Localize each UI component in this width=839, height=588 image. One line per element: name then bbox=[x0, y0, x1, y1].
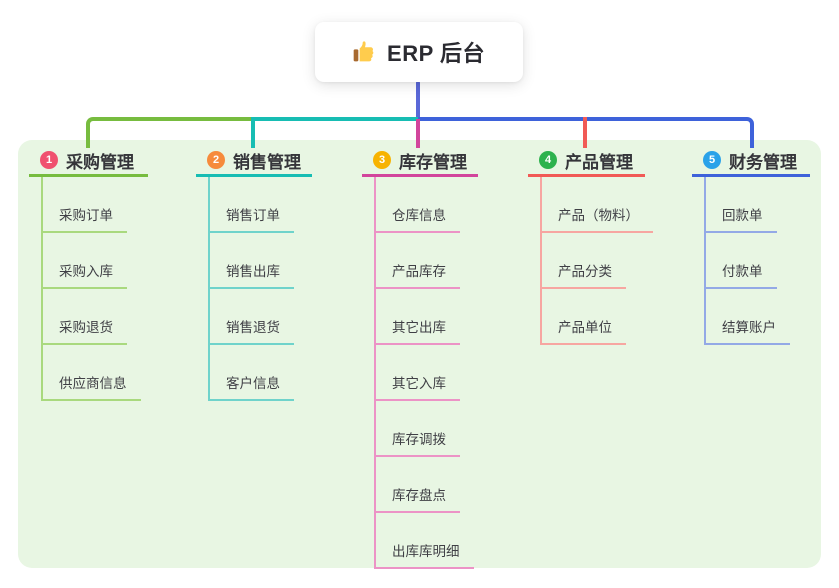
node-settlement-account[interactable]: 结算账户 bbox=[706, 289, 790, 345]
branch-label: 财务管理 bbox=[729, 152, 797, 172]
node-warehouse-info[interactable]: 仓库信息 bbox=[376, 177, 460, 233]
node-stock-transfer[interactable]: 库存调拨 bbox=[376, 401, 460, 457]
connector-branch-3-drop bbox=[416, 119, 420, 148]
branch-sales-management: 2 销售管理 销售订单 销售出库 销售退货 客户信息 bbox=[196, 146, 312, 401]
node-product-category[interactable]: 产品分类 bbox=[542, 233, 626, 289]
connector-branch-4-drop bbox=[583, 117, 587, 148]
branch-children: 采购订单 采购入库 采购退货 供应商信息 bbox=[41, 177, 148, 401]
badge-1: 1 bbox=[40, 151, 58, 169]
connector-branch-2-drop bbox=[251, 117, 255, 148]
branch-label: 库存管理 bbox=[399, 152, 467, 172]
branch-finance-management: 5 财务管理 回款单 付款单 结算账户 bbox=[692, 146, 810, 345]
node-product-stock[interactable]: 产品库存 bbox=[376, 233, 460, 289]
node-sales-order[interactable]: 销售订单 bbox=[210, 177, 294, 233]
branch-title-product[interactable]: 4 产品管理 bbox=[528, 146, 645, 177]
connector-branch-2-horizontal bbox=[251, 117, 418, 121]
node-other-outbound[interactable]: 其它出库 bbox=[376, 289, 460, 345]
badge-2: 2 bbox=[207, 151, 225, 169]
root-node-erp-backend[interactable]: ERP 后台 bbox=[315, 22, 523, 82]
branch-children: 销售订单 销售出库 销售退货 客户信息 bbox=[208, 177, 312, 401]
branch-title-sales[interactable]: 2 销售管理 bbox=[196, 146, 312, 177]
badge-5: 5 bbox=[703, 151, 721, 169]
branch-label: 销售管理 bbox=[233, 152, 301, 172]
node-stock-taking[interactable]: 库存盘点 bbox=[376, 457, 460, 513]
node-purchase-order[interactable]: 采购订单 bbox=[43, 177, 127, 233]
node-outbound-detail[interactable]: 出库库明细 bbox=[376, 513, 474, 569]
branch-title-finance[interactable]: 5 财务管理 bbox=[692, 146, 810, 177]
branch-children: 回款单 付款单 结算账户 bbox=[704, 177, 810, 345]
branch-label: 采购管理 bbox=[66, 152, 134, 172]
node-purchase-return[interactable]: 采购退货 bbox=[43, 289, 127, 345]
node-product-material[interactable]: 产品（物料） bbox=[542, 177, 653, 233]
branch-children: 产品（物料） 产品分类 产品单位 bbox=[540, 177, 653, 345]
branch-label: 产品管理 bbox=[565, 152, 633, 172]
node-sales-return[interactable]: 销售退货 bbox=[210, 289, 294, 345]
thumbs-up-icon bbox=[353, 41, 374, 62]
node-supplier-info[interactable]: 供应商信息 bbox=[43, 345, 141, 401]
branch-purchase-management: 1 采购管理 采购订单 采购入库 采购退货 供应商信息 bbox=[29, 146, 148, 401]
badge-4: 4 bbox=[539, 151, 557, 169]
connector-root-stem bbox=[416, 81, 420, 119]
connector-branch-1 bbox=[86, 117, 255, 148]
node-product-unit[interactable]: 产品单位 bbox=[542, 289, 626, 345]
branch-product-management: 4 产品管理 产品（物料） 产品分类 产品单位 bbox=[528, 146, 653, 345]
node-receipt-order[interactable]: 回款单 bbox=[706, 177, 777, 233]
root-title: ERP 后台 bbox=[387, 41, 485, 66]
badge-3: 3 bbox=[373, 151, 391, 169]
branch-inventory-management: 3 库存管理 仓库信息 产品库存 其它出库 其它入库 库存调拨 库存盘点 出库库… bbox=[362, 146, 478, 569]
branch-children: 仓库信息 产品库存 其它出库 其它入库 库存调拨 库存盘点 出库库明细 bbox=[374, 177, 478, 569]
node-payment-order[interactable]: 付款单 bbox=[706, 233, 777, 289]
group-panel bbox=[18, 140, 821, 568]
branch-title-inventory[interactable]: 3 库存管理 bbox=[362, 146, 478, 177]
node-customer-info[interactable]: 客户信息 bbox=[210, 345, 294, 401]
node-purchase-inbound[interactable]: 采购入库 bbox=[43, 233, 127, 289]
branch-title-purchase[interactable]: 1 采购管理 bbox=[29, 146, 148, 177]
node-sales-outbound[interactable]: 销售出库 bbox=[210, 233, 294, 289]
node-other-inbound[interactable]: 其它入库 bbox=[376, 345, 460, 401]
